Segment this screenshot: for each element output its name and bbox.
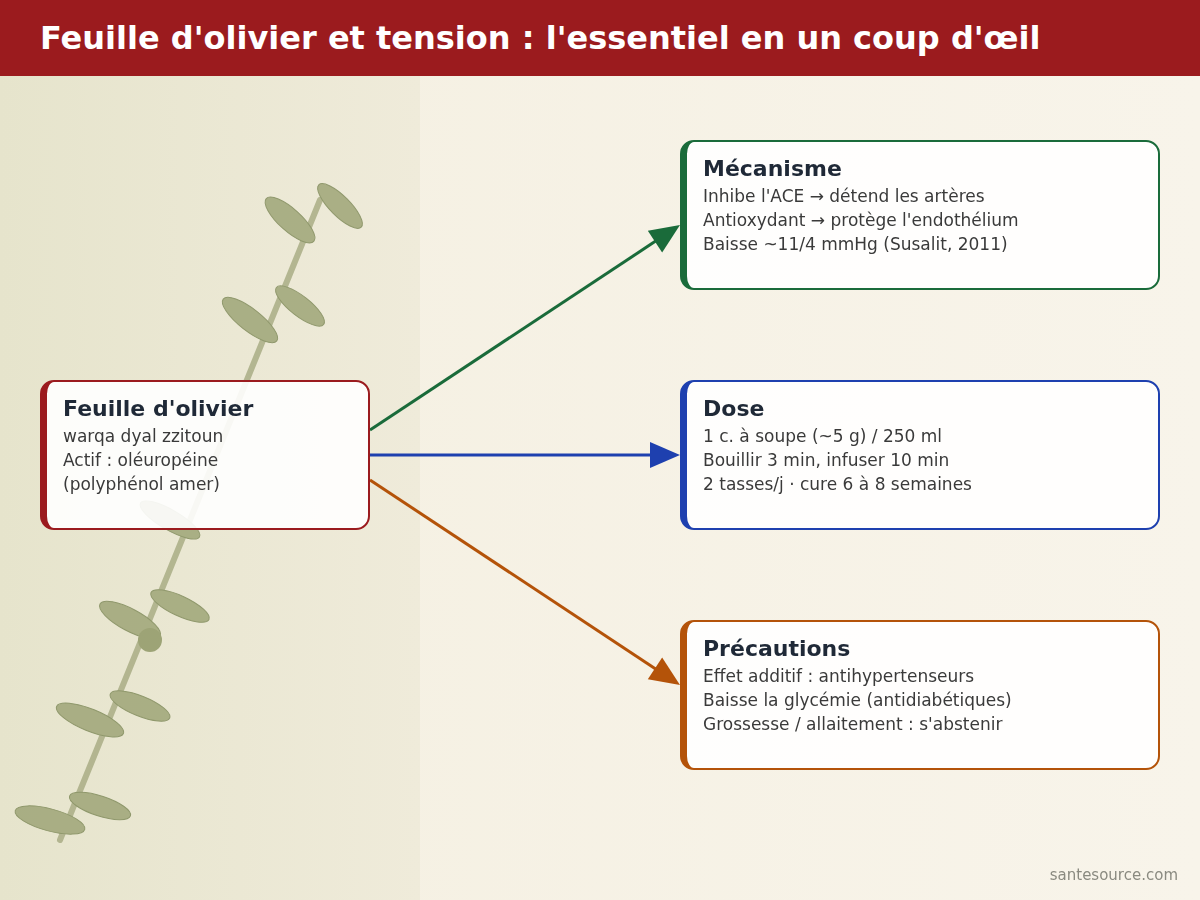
box-line: Bouillir 3 min, infuser 10 min	[703, 448, 1142, 472]
box-heading: Dose	[703, 394, 1142, 424]
box-heading: Feuille d'olivier	[63, 394, 352, 424]
box-line: Antioxydant → protège l'endothélium	[703, 208, 1142, 232]
arrowhead	[648, 225, 680, 252]
box-line: (polyphénol amer)	[63, 472, 352, 496]
connector-arrow	[370, 442, 680, 468]
arrowhead	[648, 658, 680, 685]
box-heading: Précautions	[703, 634, 1142, 664]
info-box: Dose1 c. à soupe (~5 g) / 250 mlBouillir…	[680, 380, 1160, 530]
box-line: Baisse ~11/4 mmHg (Susalit, 2011)	[703, 232, 1142, 256]
info-box: Feuille d'olivierwarqa dyal zzitounActif…	[40, 380, 370, 530]
box-line: warqa dyal zzitoun	[63, 424, 352, 448]
connector-arrow	[370, 225, 680, 430]
box-line: Baisse la glycémie (antidiabétiques)	[703, 688, 1142, 712]
box-line: 1 c. à soupe (~5 g) / 250 ml	[703, 424, 1142, 448]
box-line: Actif : oléuropéine	[63, 448, 352, 472]
box-line: Grossesse / allaitement : s'abstenir	[703, 712, 1142, 736]
info-box: PrécautionsEffet additif : antihypertens…	[680, 620, 1160, 770]
box-heading: Mécanisme	[703, 154, 1142, 184]
connector-arrow	[370, 480, 680, 685]
watermark: santesource.com	[1050, 866, 1178, 884]
connector-line	[370, 480, 658, 671]
connector-line	[370, 239, 658, 430]
arrowhead	[650, 442, 680, 468]
connector-line	[370, 454, 654, 457]
box-line: 2 tasses/j · cure 6 à 8 semaines	[703, 472, 1142, 496]
title: Feuille d'olivier et tension : l'essenti…	[40, 18, 1041, 58]
box-line: Inhibe l'ACE → détend les artères	[703, 184, 1142, 208]
info-box: MécanismeInhibe l'ACE → détend les artèr…	[680, 140, 1160, 290]
box-line: Effet additif : antihypertenseurs	[703, 664, 1142, 688]
